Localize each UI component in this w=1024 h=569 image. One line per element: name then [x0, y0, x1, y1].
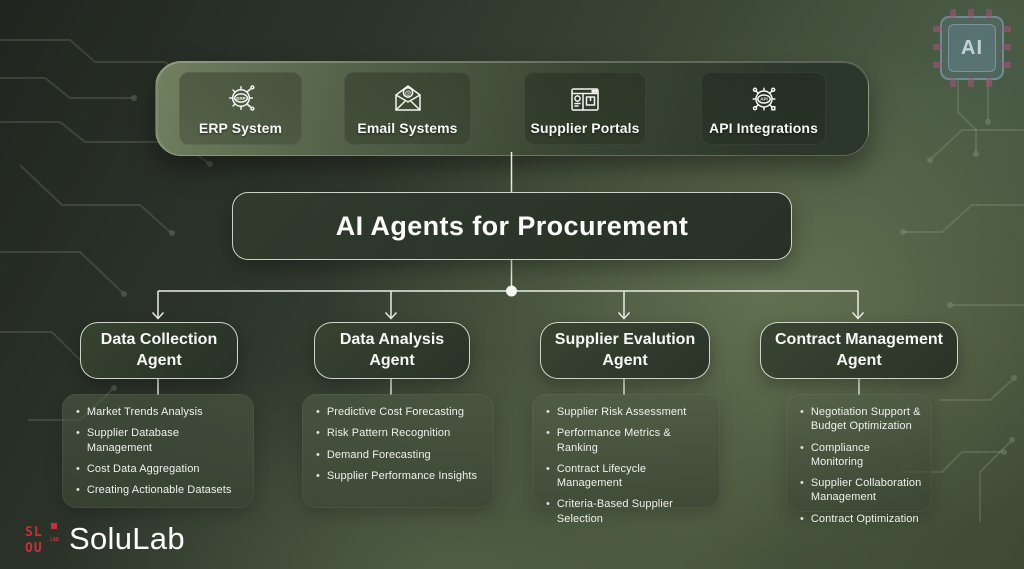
detail-item: •Compliance Monitoring [800, 441, 870, 468]
bullet-icon: • [800, 441, 804, 454]
detail-item: •Market Trends Analysis [76, 406, 203, 418]
detail-item: •Cost Data Aggregation [76, 462, 200, 475]
detail-item: •Supplier Collaboration Management [800, 477, 922, 504]
ai-chip-body: AI [948, 24, 996, 72]
bullet-icon: • [316, 427, 320, 440]
agent-box-supplier-evalution: Supplier Evalution Agent [540, 322, 710, 379]
bullet-icon: • [76, 462, 80, 475]
detail-item: •Negotiation Support & Budget Optimizati… [800, 406, 921, 433]
detail-item: •Demand Forecasting [316, 448, 431, 461]
agent-box-data-analysis: Data Analysis Agent [314, 322, 470, 379]
agent-box-title: Data Analysis Agent [339, 330, 445, 369]
erp-gear-icon: ERP [228, 85, 255, 111]
bullet-icon: • [316, 469, 320, 482]
supplier-portal-icon [571, 88, 599, 111]
integration-label: Email Systems [357, 120, 458, 136]
svg-text:@: @ [404, 90, 410, 97]
detail-item: •Predictive Cost Forecasting [316, 406, 465, 418]
solulab-logo-mark: SL OU LAB [25, 523, 59, 556]
agent-details-panel-data-collection: •Market Trends Analysis •Supplier Databa… [62, 394, 254, 508]
ai-chip-label: AI [961, 36, 983, 59]
agent-details-panel-supplier-evalution: •Supplier Risk Assessment •Performance M… [532, 394, 720, 525]
bullet-icon: • [546, 406, 550, 418]
integration-card-api-integrations: API API Integrations [701, 72, 826, 145]
bullet-icon: • [316, 406, 320, 418]
svg-text:LAB: LAB [50, 537, 59, 543]
detail-item: •Supplier Database Management [76, 427, 180, 454]
detail-item: •Contract Optimization [800, 512, 919, 525]
integration-card-email-systems: @ Email Systems [344, 72, 471, 145]
agent-box-title: Data Collection Agent [100, 330, 218, 369]
bullet-icon: • [546, 462, 550, 475]
bullet-icon: • [546, 427, 550, 440]
integration-label: Supplier Portals [530, 120, 640, 136]
integration-label: ERP System [198, 120, 283, 136]
email-envelope-icon: @ [394, 85, 421, 111]
bullet-icon: • [800, 406, 804, 418]
bullet-icon: • [76, 484, 80, 497]
detail-item: •Contract Lifecycle Management [546, 462, 647, 490]
svg-text:SL: SL [25, 525, 43, 540]
integration-card-erp-system: ERP ERP System [179, 72, 302, 145]
title-box: AI Agents for Procurement [232, 192, 792, 260]
bullet-icon: • [800, 477, 804, 490]
agent-details-panel-contract-management: •Negotiation Support & Budget Optimizati… [786, 394, 932, 525]
detail-item: •Supplier Performance Insights [316, 469, 478, 482]
svg-text:API: API [760, 97, 768, 102]
bullet-icon: • [76, 427, 80, 440]
detail-item: •Supplier Risk Assessment [546, 406, 687, 418]
agent-box-data-collection: Data Collection Agent [80, 322, 238, 379]
agent-box-title: Contract Management Agent [774, 330, 944, 369]
solulab-logo: SL OU LAB SoluLab [24, 521, 185, 557]
agent-details-panel-data-analysis: •Predictive Cost Forecasting •Risk Patte… [302, 394, 494, 508]
integration-card-supplier-portals: Supplier Portals [524, 72, 646, 145]
svg-text:OU: OU [25, 541, 43, 556]
page-title: AI Agents for Procurement [335, 210, 689, 241]
detail-item: •Performance Metrics & Ranking [546, 427, 671, 454]
bullet-icon: • [546, 498, 550, 511]
detail-item: •Criteria-Based Supplier Selection [546, 498, 673, 525]
ai-chip-icon: AI [933, 9, 1011, 87]
agent-box-title: Supplier Evalution Agent [554, 330, 696, 369]
detail-item: •Risk Pattern Recognition [316, 427, 451, 440]
bullet-icon: • [76, 406, 80, 418]
detail-item: •Creating Actionable Datasets [76, 484, 232, 497]
svg-text:ERP: ERP [236, 96, 245, 101]
brand-name: SoluLab [69, 521, 185, 556]
bullet-icon: • [316, 448, 320, 461]
integration-label: API Integrations [709, 120, 818, 136]
agent-box-contract-management: Contract Management Agent [760, 322, 958, 379]
api-network-icon: API [751, 87, 776, 111]
integrations-bar: ERP ERP System @ Email Systems [155, 61, 869, 156]
bullet-icon: • [800, 512, 804, 525]
